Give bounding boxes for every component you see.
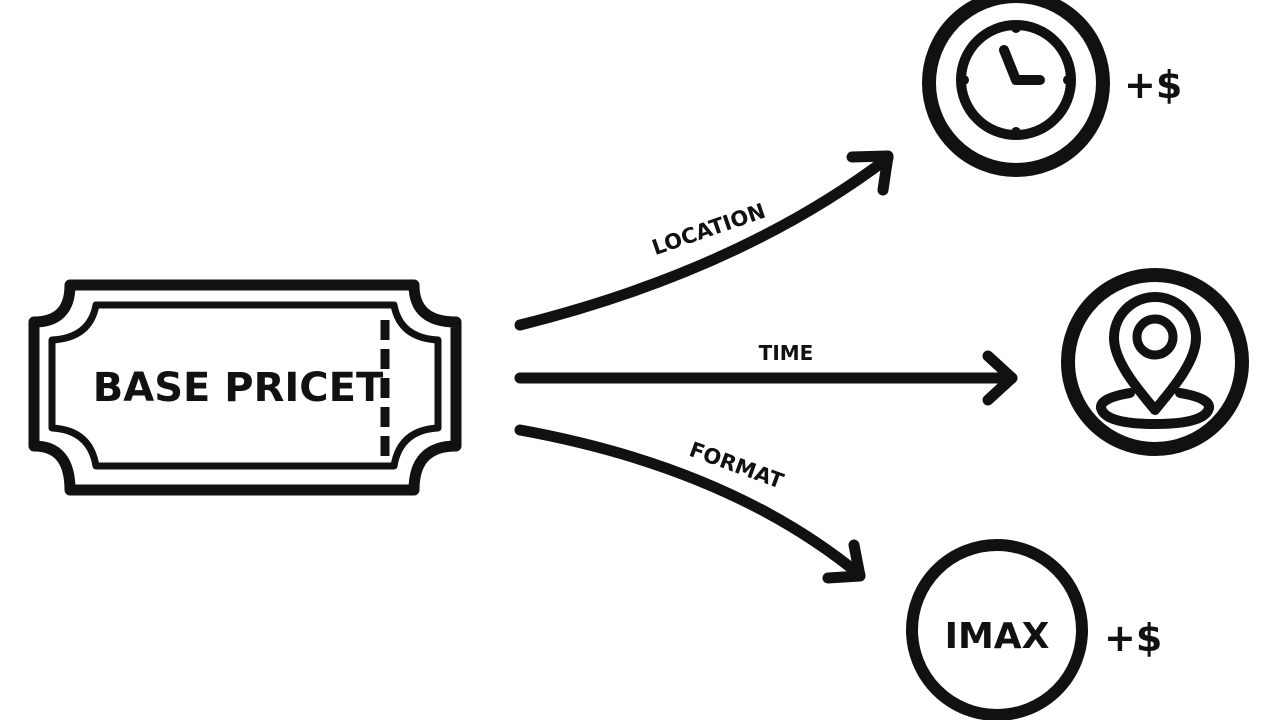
imax-badge-icon [906, 539, 1088, 721]
surcharge-top: +$ [1124, 63, 1182, 107]
clock-hands [999, 45, 1045, 85]
arrow-bottom [514, 424, 866, 581]
arrow-top-head [846, 150, 894, 196]
arrows [514, 150, 1018, 584]
ticket-icon [28, 279, 462, 496]
imax-ring [906, 539, 1088, 721]
arrow-bottom-head [822, 539, 866, 584]
arrow-label-top: LOCATION [649, 199, 768, 260]
surcharge-bottom: +$ [1104, 616, 1162, 660]
imax-label: IMAX [945, 616, 1050, 657]
ticket-outer-outline [28, 279, 462, 496]
arrow-label-middle: TIME [759, 341, 814, 365]
arrow-middle-head [982, 350, 1018, 406]
ticket-label: BASE PRICET [93, 365, 384, 411]
pin-center [1132, 314, 1178, 360]
location-pin-icon [1061, 268, 1249, 456]
ticket-inner-outline [48, 301, 442, 470]
clock-ticks [959, 23, 1073, 137]
arrow-top [514, 152, 894, 331]
clock-outer-ring [922, 0, 1110, 177]
pin-outer-ring [1061, 268, 1249, 456]
pin-base-ellipse [1096, 388, 1214, 429]
